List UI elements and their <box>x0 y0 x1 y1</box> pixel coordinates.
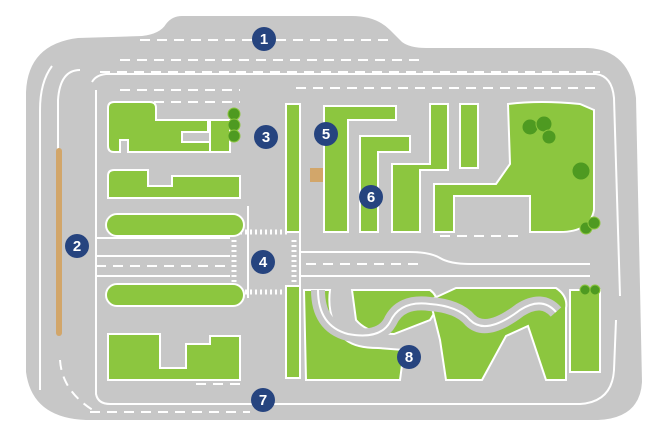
marker-6-label: 6 <box>367 189 375 206</box>
marker-2[interactable]: 2 <box>65 234 89 258</box>
marker-8-label: 8 <box>405 349 413 366</box>
sand-pad <box>310 168 324 182</box>
markers: 1 2 3 4 5 6 7 8 <box>65 27 421 412</box>
marker-5-label: 5 <box>322 126 330 143</box>
trees <box>227 107 601 296</box>
marker-1-label: 1 <box>260 31 268 48</box>
marker-5[interactable]: 5 <box>314 122 338 146</box>
marker-4-label: 4 <box>259 254 268 271</box>
crosswalks <box>231 229 297 295</box>
s-curve-edge <box>317 289 557 337</box>
marker-7[interactable]: 7 <box>251 388 275 412</box>
marker-4[interactable]: 4 <box>251 250 275 274</box>
marker-6[interactable]: 6 <box>359 185 383 209</box>
lane-lines <box>39 65 621 405</box>
marker-2-label: 2 <box>73 238 81 255</box>
marker-3-label: 3 <box>262 129 270 146</box>
marker-7-label: 7 <box>259 392 267 409</box>
marker-1[interactable]: 1 <box>252 27 276 51</box>
marker-3[interactable]: 3 <box>254 125 278 149</box>
sand-strip <box>56 148 62 336</box>
marker-8[interactable]: 8 <box>397 345 421 369</box>
